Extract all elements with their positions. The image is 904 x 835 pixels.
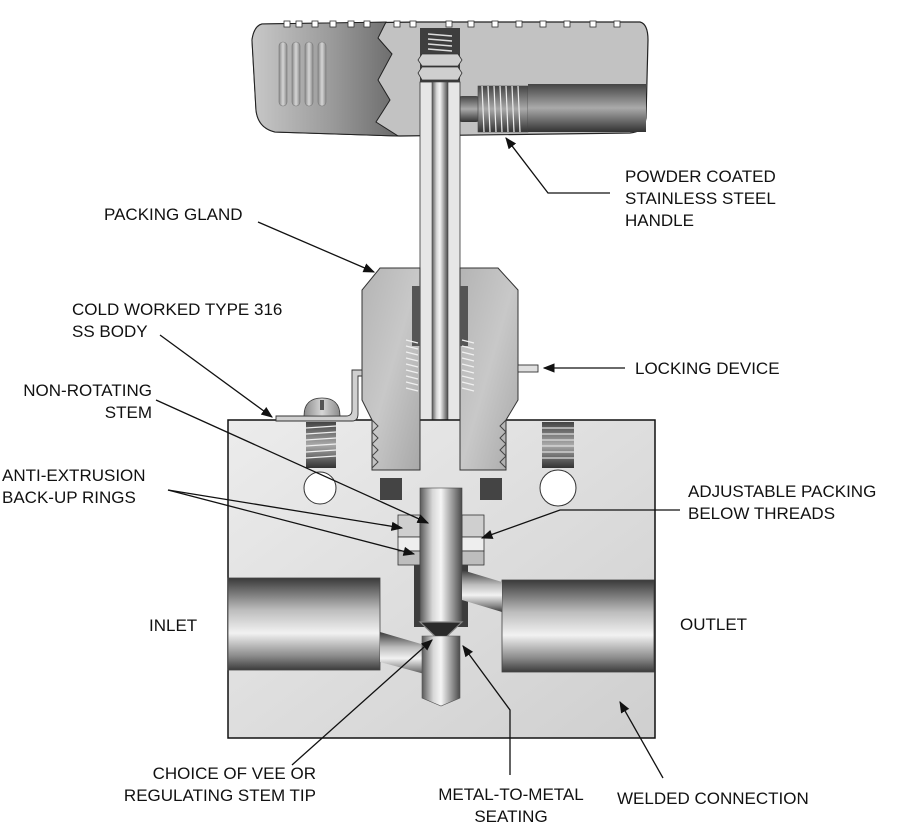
- hex-nut-lower: [417, 66, 463, 81]
- label-packing-gland: PACKING GLAND: [104, 205, 243, 224]
- spring: [427, 33, 453, 52]
- label-handle: POWDER COATED STAINLESS STEEL HANDLE: [625, 167, 776, 230]
- leader-body: [159, 334, 273, 418]
- label-body: COLD WORKED TYPE 316 SS BODY: [72, 300, 283, 341]
- leader-packing-gland: [257, 221, 376, 273]
- leader-backup-ring-2: [167, 489, 416, 556]
- vee-stem-tip: [418, 621, 464, 643]
- packing-gland: [361, 267, 519, 471]
- grip-rib: [291, 41, 301, 107]
- backup-ring-left: [397, 536, 421, 552]
- outer-threads-left: [371, 419, 379, 469]
- handle-set-screw: [477, 85, 529, 133]
- hex-nut-upper: [417, 53, 463, 67]
- mounting-thread-right: [542, 422, 574, 468]
- backup-ring-right: [461, 536, 485, 552]
- set-screw-threads: [481, 85, 521, 133]
- label-inlet: INLET: [149, 616, 198, 635]
- locking-device-tab: [517, 364, 539, 373]
- leader-welded: [619, 700, 664, 779]
- leader-stem-tip: [291, 639, 433, 766]
- leader-handle: [505, 137, 610, 194]
- grip-rib: [317, 41, 327, 107]
- leader-stem: [155, 399, 430, 524]
- outlet-passage: [462, 570, 502, 612]
- grip-rib: [278, 41, 288, 107]
- label-backup-rings: ANTI-EXTRUSION BACK-UP RINGS: [2, 466, 146, 507]
- outer-threads-right: [499, 419, 507, 469]
- label-outlet: OUTLET: [680, 615, 748, 634]
- locking-device-bracket: [275, 369, 363, 422]
- inlet-passage: [380, 632, 432, 676]
- mounting-hole-left: [303, 471, 337, 505]
- label-stem: NON-ROTATING STEM: [23, 381, 152, 422]
- packing-assembly: [380, 478, 502, 566]
- leader-lines: [155, 137, 680, 779]
- grip-rib: [304, 41, 314, 107]
- lock-screw-slot: [320, 400, 324, 410]
- leader-seating: [462, 645, 511, 775]
- gland-threads: [405, 339, 475, 392]
- label-stem-tip: CHOICE OF VEE OR REGULATING STEM TIP: [123, 764, 316, 805]
- label-locking-device: LOCKING DEVICE: [635, 359, 780, 378]
- handle: [251, 20, 649, 137]
- label-seating: METAL-TO-METAL SEATING: [438, 785, 584, 826]
- leader-backup-ring-1: [167, 489, 404, 531]
- label-welded-connection: WELDED CONNECTION: [617, 789, 809, 808]
- mounting-hole-right: [539, 469, 577, 507]
- label-adjustable-packing: ADJUSTABLE PACKING BELOW THREADS: [688, 482, 877, 523]
- handle-bore: [528, 84, 646, 132]
- outlet-port: [501, 579, 655, 673]
- handle-notches: [283, 20, 621, 28]
- inlet-port: [227, 577, 381, 671]
- non-rotating-stem: [419, 487, 463, 623]
- seat-bore: [421, 635, 461, 707]
- handle-set-screw-tip: [458, 96, 480, 122]
- leader-adjustable-packing: [480, 509, 680, 539]
